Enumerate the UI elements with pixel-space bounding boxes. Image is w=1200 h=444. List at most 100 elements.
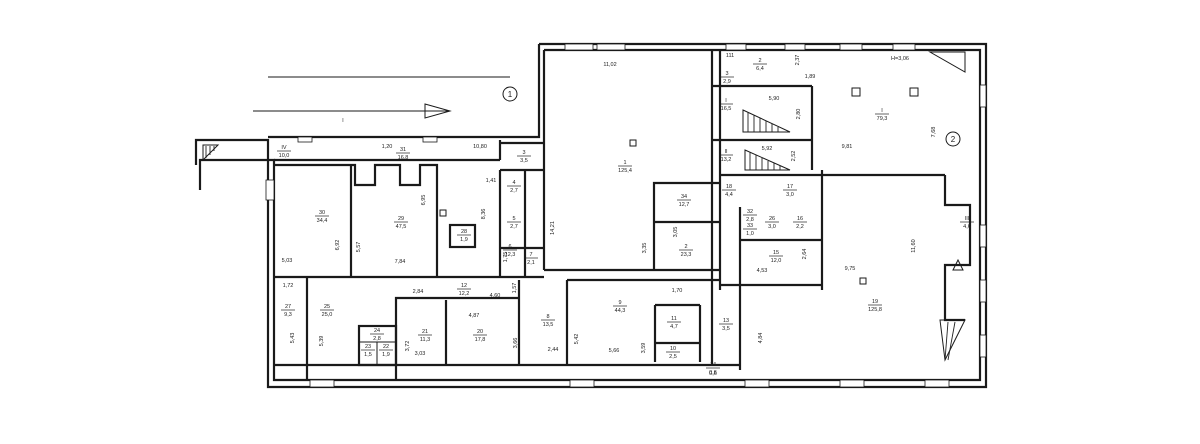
- room-label-r16: 162,2: [793, 216, 807, 230]
- outer-walls: [194, 42, 988, 389]
- dimension-label: 4,87: [469, 313, 480, 319]
- room-label-r5: 52,7: [507, 216, 521, 230]
- room-label-r27: 279,3: [281, 304, 295, 318]
- room-number: 9: [618, 300, 621, 306]
- entrance-marker-label: I: [342, 118, 343, 124]
- columns: [439, 87, 919, 285]
- room-area: 16,5: [721, 106, 732, 112]
- room-label-rIII: III 4,6: [960, 216, 974, 230]
- dimension-label: 1,75: [503, 252, 509, 263]
- room-number: 14: [710, 362, 716, 368]
- room-area: 13,2: [721, 157, 732, 163]
- room-number: 32: [747, 209, 753, 215]
- room-label-r18: 184,4: [722, 184, 736, 198]
- room-area: 11,3: [420, 337, 430, 343]
- room-label-r1: 1 125,4: [618, 160, 632, 174]
- room-area: 10,0: [279, 153, 290, 159]
- room-label-r29: 29 47,5: [394, 216, 408, 230]
- dimension-label: 3,72: [405, 341, 411, 352]
- dimension-label: 2,44: [548, 347, 559, 353]
- room-area: 125,4: [618, 168, 632, 174]
- dimension-label: 5,03: [282, 258, 293, 264]
- room-label-r28: 281,9: [457, 229, 471, 243]
- room-area: 47,5: [396, 224, 407, 230]
- room-label-rII: II 13,2: [719, 149, 733, 163]
- dimension-label: 8,36: [481, 209, 487, 220]
- dimension-label: 14,21: [550, 221, 556, 235]
- room-number: 29: [398, 216, 404, 222]
- room-area: 25,0: [322, 312, 333, 318]
- room-number: 30: [319, 210, 325, 216]
- room-label-r3: 33,5: [517, 150, 531, 164]
- room-label-r10: 102,5: [666, 346, 680, 360]
- dimension-label: 10,80: [473, 144, 487, 150]
- dimension-label: 11,02: [603, 62, 616, 68]
- room-number: 28: [461, 229, 467, 235]
- room-area: 17,8: [475, 337, 486, 343]
- room-number: 18: [726, 184, 732, 190]
- room-area: 2,7: [510, 188, 518, 194]
- dimension-label: 1,89: [805, 74, 816, 80]
- room-number: 26: [769, 216, 775, 222]
- room-area: 44,3: [615, 308, 626, 314]
- room-number: III: [965, 216, 970, 222]
- room-number: 3: [522, 150, 525, 156]
- room-number: 20: [477, 329, 483, 335]
- dimension-label: 5,43: [290, 333, 296, 344]
- room-number: II: [724, 149, 728, 155]
- room-number: 27: [285, 304, 291, 310]
- dimension-label: 7,68: [931, 127, 937, 138]
- room-number: I: [881, 108, 883, 114]
- dimension-label: 111: [726, 53, 734, 59]
- room-number: IV: [281, 145, 287, 151]
- stairs: [202, 51, 966, 362]
- dimension-label: 3,35: [642, 243, 648, 254]
- dimension-label: 6,92: [335, 240, 341, 251]
- room-label-r11: 114,7: [667, 316, 681, 330]
- room-area: 125,8: [868, 307, 882, 313]
- dimension-label: 2,52: [791, 151, 797, 162]
- room-label-r4: 42,7: [507, 180, 521, 194]
- room-area: 1,9: [460, 237, 468, 243]
- room-area: 9,3: [284, 312, 292, 318]
- room-label-r26: 263,0: [765, 216, 779, 230]
- dimension-label: 1,41: [486, 178, 497, 184]
- dimension-label: 4,53: [757, 268, 768, 274]
- room-number: 6: [508, 244, 511, 250]
- room-number: 2: [758, 58, 761, 64]
- room-area: 2,1: [527, 260, 535, 266]
- room-area: 4,6: [963, 224, 971, 230]
- dimension-label: 6,95: [421, 195, 427, 206]
- room-number: 1: [623, 160, 626, 166]
- entrance-arrows: [253, 76, 964, 271]
- room-area: 0,6: [709, 370, 717, 376]
- room-area: 1,5: [364, 352, 372, 358]
- room-number: 17: [787, 184, 793, 190]
- room-area: 13,5: [543, 322, 554, 328]
- dimension-label: 1,70: [672, 288, 683, 294]
- room-number: 11: [671, 316, 677, 322]
- room-area: 3,5: [722, 326, 730, 332]
- dimension-label: 3,59: [641, 343, 647, 354]
- room-area: 2,7: [510, 224, 518, 230]
- room-number: 21: [422, 329, 428, 335]
- dimension-label: 5,57: [356, 242, 362, 253]
- dimension-label: 4,84: [758, 333, 764, 344]
- room-area: 12,0: [771, 258, 782, 264]
- room-label-r7: 72,1: [524, 252, 538, 266]
- room-label-r17: 173,0: [783, 184, 797, 198]
- dimension-label: 7,84: [395, 259, 406, 265]
- room-label-r33: 331,0: [743, 223, 757, 237]
- room-number: 12: [461, 283, 467, 289]
- dimension-label: 5,92: [762, 146, 773, 152]
- dimension-label: 2,37: [795, 55, 801, 66]
- room-area: 2,8: [373, 336, 381, 342]
- room-area: 2,5: [669, 354, 677, 360]
